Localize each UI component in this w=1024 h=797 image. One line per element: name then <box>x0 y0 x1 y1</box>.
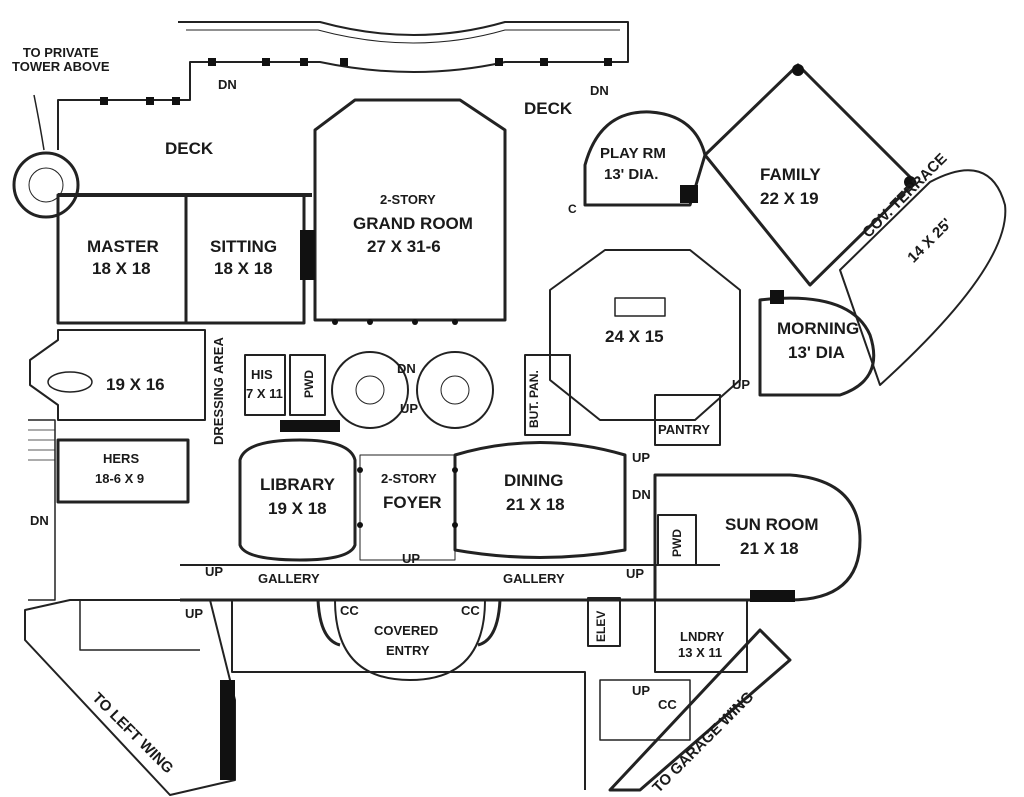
his-label: HIS <box>251 367 273 382</box>
his-closet <box>244 354 286 416</box>
private-tower <box>12 151 80 219</box>
private-tower-label: TO PRIVATE TOWER ABOVE <box>12 45 110 75</box>
dn-top-right: DN <box>590 83 609 98</box>
dressing-area-label: DRESSING AREA <box>211 337 226 445</box>
elevator <box>587 597 621 647</box>
dn-grand: DN <box>397 361 416 376</box>
kitchen-dim: 24 X 15 <box>605 327 664 346</box>
kitchen-island <box>614 297 666 317</box>
up-foyer: UP <box>402 551 421 566</box>
dining-dim: 21 X 18 <box>506 495 565 514</box>
foyer-prefix: 2-STORY <box>381 471 437 486</box>
pwd-upper-label: PWD <box>302 370 316 398</box>
sun-room-label: SUN ROOM <box>725 515 819 534</box>
deck-left-label: DECK <box>165 139 214 158</box>
laundry-dim: 13 X 11 <box>678 645 723 660</box>
front-terrace <box>231 600 586 790</box>
garage-wing <box>608 628 792 792</box>
left-wing <box>24 599 236 796</box>
left-stair <box>28 419 56 601</box>
morning-dim: 13' DIA <box>788 343 845 362</box>
dn-left: DN <box>30 513 49 528</box>
sitting-label: SITTING <box>210 237 278 256</box>
grand-room-dim: 27 X 31-6 <box>367 237 441 256</box>
grand-room <box>313 98 507 322</box>
play-room-dim: 13' DIA. <box>604 166 659 183</box>
dining <box>453 441 627 559</box>
play-room <box>583 110 707 207</box>
covered-entry-label-2: ENTRY <box>386 643 430 658</box>
foyer-label: FOYER <box>383 493 442 512</box>
grand-room-prefix: 2-STORY <box>380 192 436 207</box>
laundry-label: LNDRY <box>680 629 725 644</box>
master-bath <box>29 329 206 421</box>
up-kitchen: UP <box>632 450 651 465</box>
deck-railing <box>186 29 620 44</box>
morning-label: MORNING <box>777 319 860 338</box>
family-label: FAMILY <box>760 165 821 184</box>
morning-room <box>758 296 876 397</box>
sun-room-dim: 21 X 18 <box>740 539 799 558</box>
pwd-lower-label: PWD <box>670 529 684 557</box>
laundry <box>654 599 748 673</box>
grand-room-label: GRAND ROOM <box>353 214 473 233</box>
butler-pantry <box>524 354 571 436</box>
covered-entry-label-1: COVERED <box>374 623 439 638</box>
cc-left-label: CC <box>340 603 359 618</box>
but-pan-label: BUT. PAN. <box>527 370 541 428</box>
sitting-dim: 18 X 18 <box>214 259 273 278</box>
dn-sun: DN <box>632 487 651 502</box>
pantry <box>654 394 721 446</box>
covered-entry <box>334 599 486 681</box>
up-stair-left: UP <box>185 606 204 621</box>
hers-closet <box>56 438 190 504</box>
stair-right <box>416 351 494 429</box>
master-dim: 18 X 18 <box>92 259 151 278</box>
family-dim: 22 X 19 <box>760 189 819 208</box>
elev-label: ELEV <box>594 610 608 642</box>
hers-dim: 18-6 X 9 <box>95 471 145 486</box>
bathtub <box>47 371 93 393</box>
cc-garage-label: CC <box>658 697 677 712</box>
covered-terrace <box>839 169 1007 386</box>
master-label: MASTER <box>87 237 159 256</box>
up-garage: UP <box>632 683 651 698</box>
library <box>238 438 357 562</box>
dn-top-left: DN <box>218 77 237 92</box>
library-label: LIBRARY <box>260 475 335 494</box>
sun-room <box>653 473 862 602</box>
closet-c-label: C <box>568 202 577 216</box>
dining-label: DINING <box>504 471 564 490</box>
tower-arrow <box>33 94 45 151</box>
kitchen <box>549 249 741 421</box>
cc-right-label: CC <box>461 603 480 618</box>
pantry-label: PANTRY <box>658 422 710 437</box>
deck-outline <box>57 21 629 150</box>
deck-right-label: DECK <box>524 99 573 118</box>
hers-label: HERS <box>103 451 140 466</box>
up-pantry: UP <box>732 377 751 392</box>
tower-stair <box>28 167 64 203</box>
gallery-right-label: GALLERY <box>503 571 565 586</box>
master-bath-dim: 19 X 16 <box>106 375 165 394</box>
up-gallery-left: UP <box>205 564 224 579</box>
up-sun: UP <box>626 566 645 581</box>
play-room-label: PLAY RM <box>600 145 666 162</box>
library-dim: 19 X 18 <box>268 499 327 518</box>
gallery-left-label: GALLERY <box>258 571 320 586</box>
up-grand: UP <box>400 401 419 416</box>
his-dim: 7 X 11 <box>246 386 283 401</box>
powder-upper <box>289 354 326 416</box>
stair-left <box>331 351 409 429</box>
